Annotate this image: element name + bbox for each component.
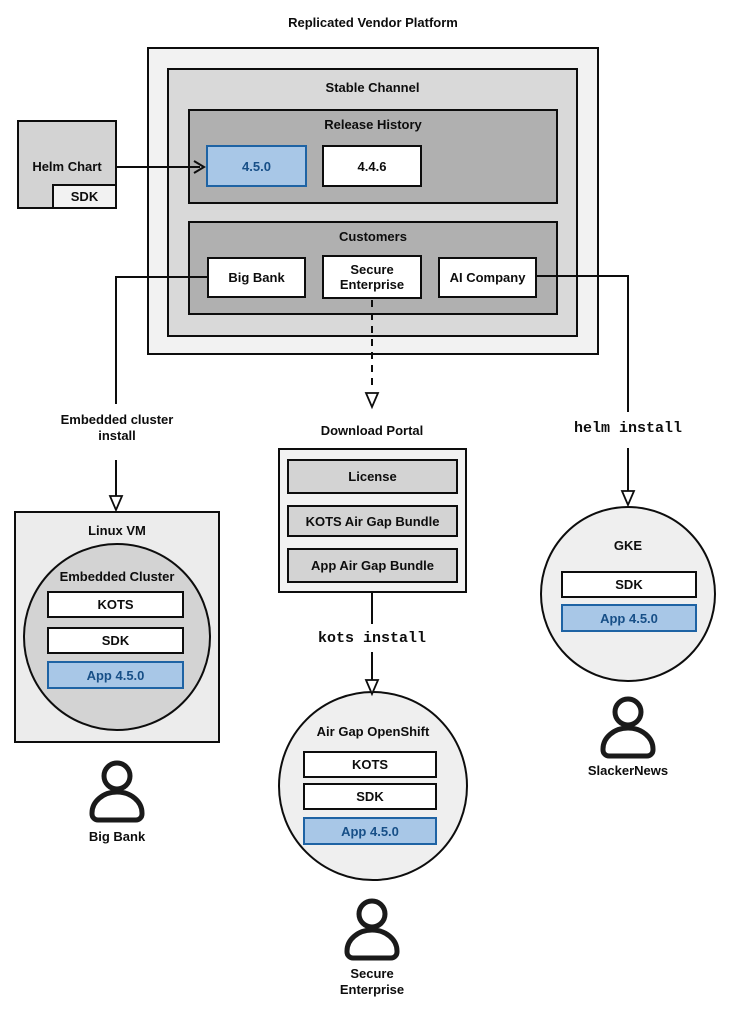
openshift-app-box: App 4.5.0 [303,817,437,845]
portal-app-bundle-box: App Air Gap Bundle [287,548,458,583]
download-portal-title: Download Portal [320,423,424,438]
helm-install-label: helm install [573,420,683,437]
release-4-4-6: 4.4.6 [322,145,422,187]
embedded-cluster-title: Embedded Cluster [59,569,175,584]
openshift-sdk-box: SDK [303,783,437,810]
secure-enterprise-user-icon [344,898,400,961]
portal-kots-bundle-box: KOTS Air Gap Bundle [287,505,458,537]
slackernews-user-label: SlackerNews [587,763,669,778]
linux-vm-title: Linux VM [88,523,146,538]
gke-app-box: App 4.5.0 [561,604,697,632]
stable-channel-title: Stable Channel [325,80,420,95]
release-history-title: Release History [324,117,422,132]
customers-title: Customers [339,229,407,244]
gke-sdk-box: SDK [561,571,697,598]
slackernews-user-icon [600,696,656,759]
openshift-kots-box: KOTS [303,751,437,778]
diagram-title: Replicated Vendor Platform [288,15,458,30]
big-bank-user-icon [89,760,145,823]
ec-sdk-box: SDK [47,627,184,654]
helm-chart-sdk-box: SDK [52,184,117,209]
gke-title: GKE [613,538,643,553]
kots-install-label: kots install [317,630,427,647]
ec-kots-box: KOTS [47,591,184,618]
ec-app-box: App 4.5.0 [47,661,184,689]
customer-ai-company: AI Company [438,257,537,298]
helm-chart-title: Helm Chart [32,159,102,174]
customer-big-bank: Big Bank [207,257,306,298]
embedded-cluster-install-label: Embedded cluster install [60,412,174,443]
release-4-5-0: 4.5.0 [206,145,307,187]
secure-enterprise-user-label: Secure Enterprise [339,966,405,997]
customer-secure-enterprise: Secure Enterprise [322,255,422,299]
portal-license-box: License [287,459,458,494]
air-gap-openshift-title: Air Gap OpenShift [316,724,430,739]
big-bank-user-label: Big Bank [88,829,146,844]
